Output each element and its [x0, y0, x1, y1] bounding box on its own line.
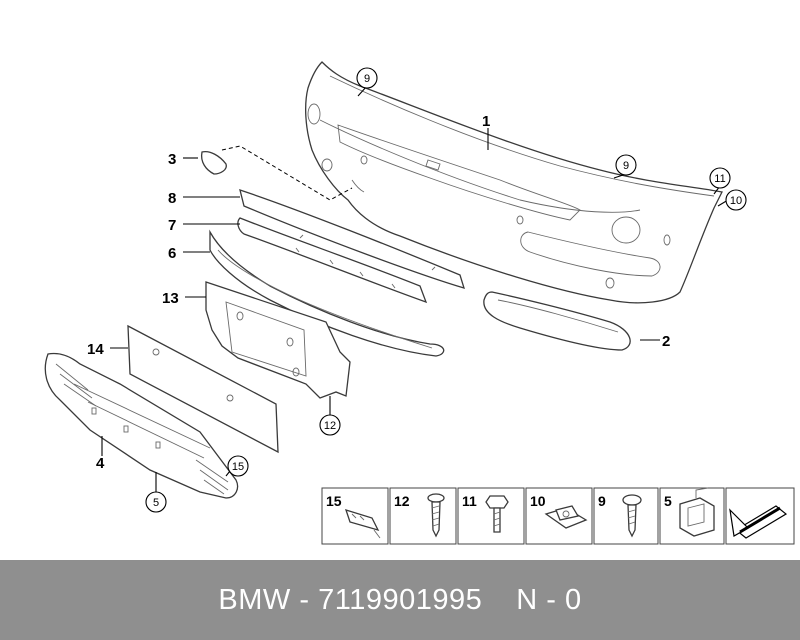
direction-arrow-icon — [729, 505, 788, 539]
part-number: 7119901995 — [318, 583, 483, 616]
middle-trim-strip — [237, 217, 428, 304]
bumper-guard — [483, 291, 631, 351]
circled-callout-10: 10 — [725, 189, 747, 211]
self-tapping-screw-icon — [622, 494, 642, 538]
bumper-panel — [305, 61, 723, 304]
legend-num-12: 12 — [394, 493, 410, 509]
lower-grille — [44, 352, 239, 499]
bracket-clip-icon — [679, 487, 715, 537]
part-number-footer: BMW - 7119901995 N - 0 — [0, 560, 800, 640]
small-parts-legend: 15 12 11 10 9 5 — [321, 487, 795, 545]
legend-num-11: 11 — [462, 493, 477, 509]
legend-num-10: 10 — [530, 493, 546, 509]
legend-num-15: 15 — [326, 493, 342, 509]
svg-text:9: 9 — [623, 160, 629, 172]
circled-callout-12: 12 — [319, 414, 341, 436]
circled-callout-5: 5 — [145, 491, 167, 513]
svg-text:12: 12 — [324, 420, 336, 432]
hex-bolt-icon — [485, 495, 509, 533]
license-plate-bracket — [205, 281, 351, 399]
svg-text:11: 11 — [714, 173, 725, 185]
flat-plate — [127, 324, 279, 454]
callout-2: 2 — [662, 333, 670, 350]
circled-callout-15: 15 — [227, 455, 249, 477]
separator: - — [299, 583, 310, 616]
callout-3: 3 — [168, 151, 176, 168]
callout-1: 1 — [482, 113, 490, 130]
callout-8: 8 — [168, 190, 176, 207]
svg-text:5: 5 — [153, 497, 159, 509]
legend-num-9: 9 — [598, 493, 606, 509]
svg-text:9: 9 — [364, 73, 370, 85]
circled-callout-9b: 9 — [615, 154, 637, 176]
svg-text:10: 10 — [730, 195, 742, 207]
clip-nut-icon — [544, 505, 588, 529]
svg-text:15: 15 — [232, 461, 244, 473]
upper-trim-strip — [239, 189, 465, 289]
callout-6: 6 — [168, 245, 176, 262]
brand-label: BMW — [218, 583, 291, 616]
screw-icon — [427, 493, 445, 538]
callout-4: 4 — [96, 455, 105, 472]
trim-clips — [295, 234, 436, 289]
circled-callout-11: 11 — [709, 167, 731, 189]
circled-callout-9a: 9 — [356, 67, 378, 89]
callout-7: 7 — [168, 217, 176, 234]
clip-icon — [344, 509, 381, 539]
parts-diagram: 1 2 3 8 7 6 13 14 4 9 9 11 10 12 15 5 — [44, 61, 795, 545]
legend-num-5: 5 — [664, 493, 672, 509]
part-suffix: N - 0 — [516, 583, 582, 616]
cover-cap — [200, 150, 227, 175]
callout-14: 14 — [87, 341, 104, 358]
leader-lines — [101, 85, 729, 492]
callout-13: 13 — [162, 290, 179, 307]
